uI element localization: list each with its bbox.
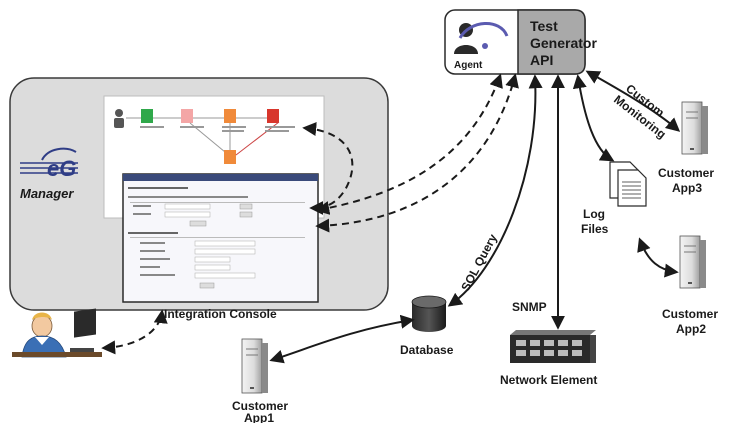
log-files-label-line1: Log	[583, 207, 605, 221]
connector-api-app3	[585, 70, 681, 132]
manager-logo-text: eG	[47, 156, 76, 181]
agent-api-box: Agent Test Generator API	[444, 9, 597, 75]
user-at-computer-icon	[12, 308, 102, 358]
integration-console-label: Integration Console	[164, 307, 277, 321]
database-icon	[411, 295, 447, 332]
agent-label: Agent	[454, 60, 483, 71]
api-label-line2: Generator	[530, 35, 597, 51]
snmp-label: SNMP	[512, 300, 547, 314]
api-label-line3: API	[530, 52, 553, 68]
connectors	[101, 70, 681, 364]
connector-api-database	[447, 74, 543, 307]
manager-panel: eG Manager	[9, 77, 389, 311]
customer-app1-server-icon	[241, 338, 268, 394]
customer-app2-label-line1: Customer	[662, 307, 718, 321]
customer-app2-label-line2: App2	[676, 322, 706, 336]
topology-node-icon	[181, 109, 193, 123]
network-element-label: Network Element	[500, 373, 597, 387]
network-element-icon	[510, 330, 596, 363]
customer-app1-label-line1: Customer	[232, 399, 288, 413]
connector-database-app1	[269, 314, 415, 364]
integration-console-screenshot	[122, 173, 319, 303]
customer-app3-label-line1: Customer	[658, 166, 714, 180]
topology-node-icon	[224, 109, 236, 123]
connector-user-console	[101, 309, 168, 355]
database-label: Database	[400, 343, 454, 357]
manager-label: Manager	[20, 186, 74, 201]
api-label-line1: Test	[530, 18, 558, 34]
customer-app2-server-icon	[679, 235, 706, 289]
topology-node-icon	[141, 109, 153, 123]
topology-node-icon	[267, 109, 279, 123]
customer-app3-server-icon	[681, 101, 708, 155]
customer-app3-label-line2: App3	[672, 181, 702, 195]
agent-icon	[454, 22, 509, 54]
topology-node-icon	[224, 150, 236, 164]
log-files-icon	[609, 161, 647, 207]
eg-logo: eG	[20, 147, 78, 181]
connector-logfiles-app2	[637, 237, 679, 278]
sql-query-label: SQL Query	[458, 231, 500, 293]
customer-app1-label-line2: App1	[244, 411, 274, 423]
user-icon	[114, 109, 124, 128]
log-files-label-line2: Files	[581, 222, 609, 236]
connector-api-logfiles	[572, 74, 615, 162]
